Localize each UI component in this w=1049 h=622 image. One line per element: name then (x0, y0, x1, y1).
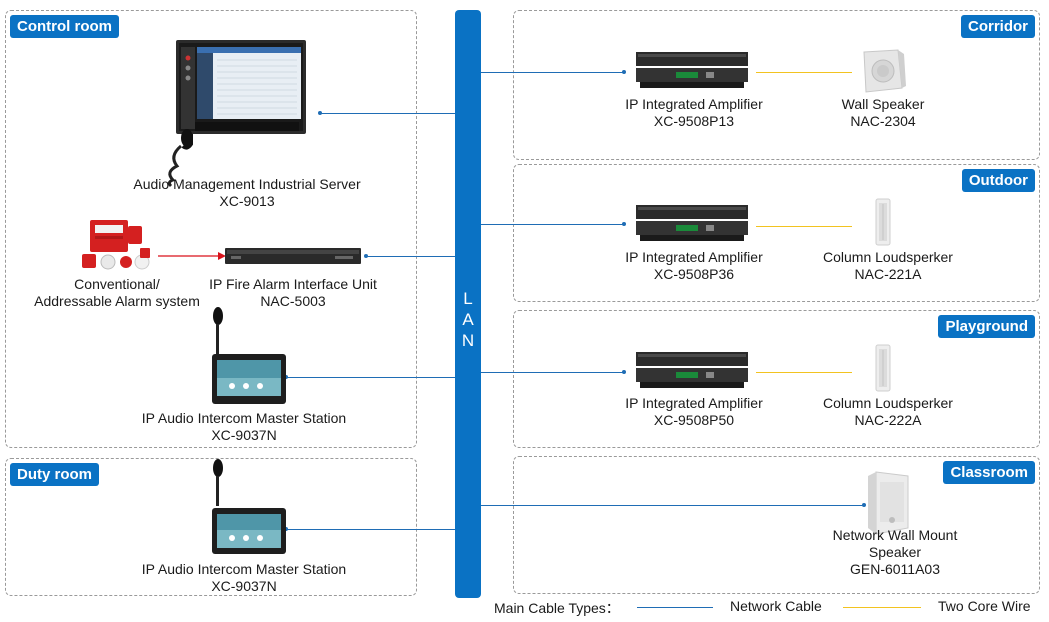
speaker-outdoor-label: Column Loudsperker NAC-221A (823, 249, 953, 282)
legend-network-line (637, 607, 713, 608)
duty-room-zone: Duty room (5, 458, 417, 596)
corridor-tag: Corridor (961, 15, 1035, 38)
cable-server (320, 113, 455, 114)
intercom-control-device (212, 307, 286, 404)
cable-amp-corridor (481, 72, 624, 73)
speaker-classroom-device (868, 471, 909, 535)
amp-outdoor-device (636, 205, 748, 241)
wire-outdoor (756, 226, 852, 227)
cable-amp-outdoor (481, 224, 624, 225)
speaker-corridor-label: Wall Speaker NAC-2304 (841, 96, 925, 129)
speaker-outdoor-device (875, 198, 891, 246)
outdoor-zone: Outdoor (513, 164, 1040, 302)
intercom-control-label: IP Audio Intercom Master Station XC-9037… (141, 410, 347, 443)
alarm-system-label: Conventional/ Addressable Alarm system (34, 276, 200, 309)
amp-corridor-label: IP Integrated Amplifier XC-9508P13 (625, 96, 763, 129)
control-room-zone: Control room (5, 10, 417, 448)
server-device (167, 40, 306, 188)
speaker-playground-label: Column Loudsperker NAC-222A (823, 395, 953, 428)
wire-playground (756, 372, 852, 373)
cable-intercom-duty (286, 529, 455, 530)
cable-fire-unit (366, 256, 455, 257)
corridor-zone: Corridor (513, 10, 1040, 160)
amp-corridor-device (636, 52, 748, 88)
outdoor-tag: Outdoor (961, 169, 1035, 192)
speaker-corridor-device (863, 49, 906, 93)
amp-playground-label: IP Integrated Amplifier XC-9508P50 (625, 395, 763, 428)
alarm-system-device (82, 220, 150, 270)
amp-outdoor-label: IP Integrated Amplifier XC-9508P36 (625, 249, 763, 282)
intercom-duty-device (212, 459, 286, 554)
legend-network-label: Network Cable (730, 598, 822, 614)
playground-zone: Playground (513, 310, 1040, 448)
intercom-duty-label: IP Audio Intercom Master Station XC-9037… (141, 561, 347, 594)
control-room-tag: Control room (10, 15, 119, 38)
cable-speaker-classroom (481, 505, 864, 506)
wire-corridor (756, 72, 852, 73)
legend-two-core-line (843, 607, 921, 608)
playground-tag: Playground (938, 315, 1035, 338)
cable-intercom-control (286, 377, 455, 378)
alarm-link-arrow (158, 252, 226, 260)
speaker-classroom-label: Network Wall Mount Speaker GEN-6011A03 (832, 527, 958, 577)
speaker-playground-device (875, 344, 891, 392)
classroom-tag: Classroom (943, 461, 1035, 484)
server-label: Audio Management Industrial Server XC-90… (133, 176, 361, 209)
cable-amp-playground (481, 372, 624, 373)
fire-unit-device (225, 248, 361, 264)
fire-unit-label: IP Fire Alarm Interface Unit NAC-5003 (209, 276, 377, 309)
legend-two-core-label: Two Core Wire (938, 598, 1031, 614)
classroom-zone: Classroom (513, 456, 1040, 594)
legend-title: Main Cable Types： (494, 600, 620, 616)
amp-playground-device (636, 352, 748, 388)
duty-room-tag: Duty room (10, 463, 99, 486)
